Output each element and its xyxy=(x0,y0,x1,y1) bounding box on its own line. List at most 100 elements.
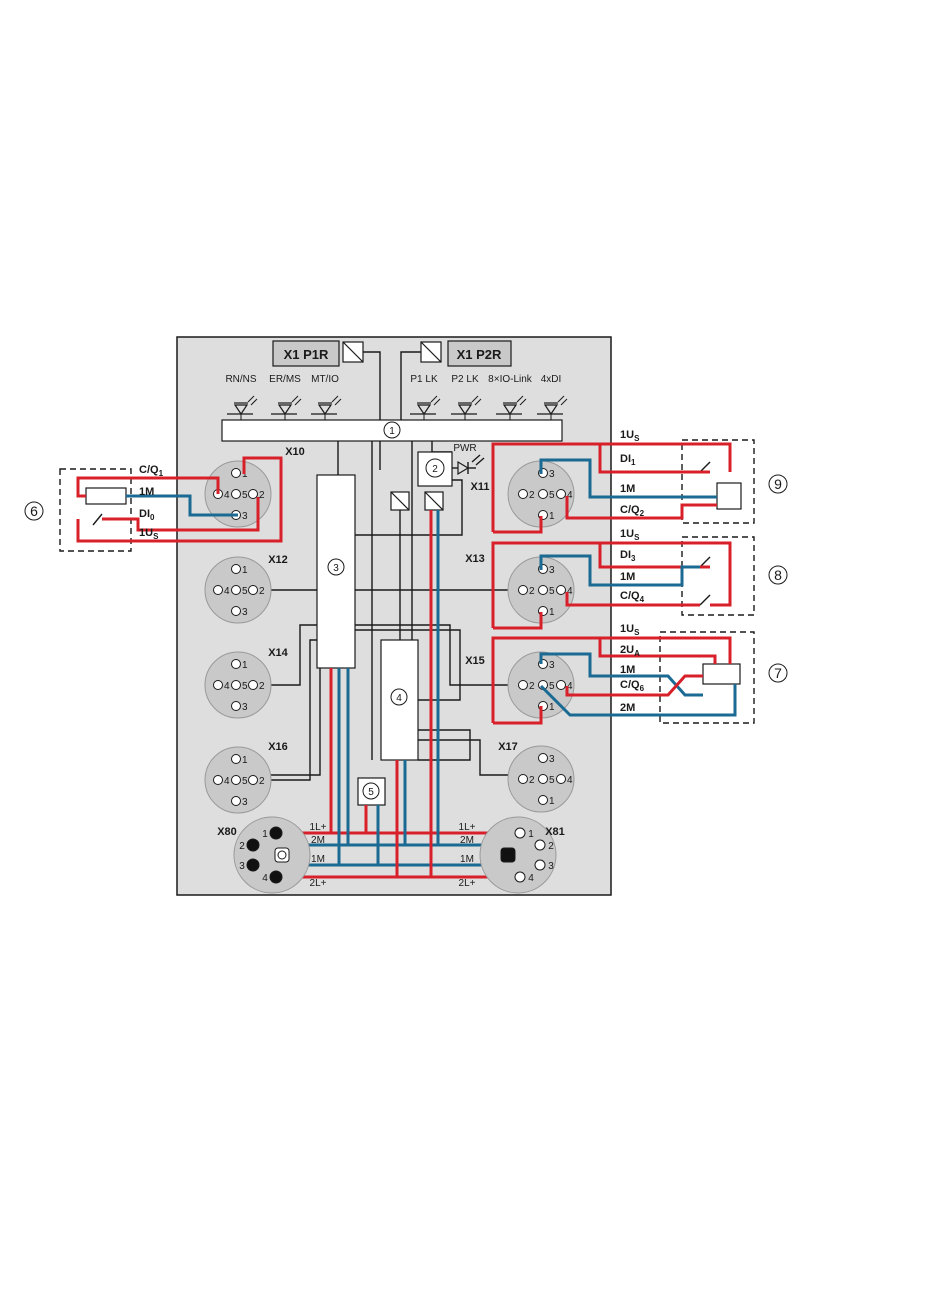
pin-number: 1 xyxy=(242,755,248,766)
wire-cq4: C/Q4 xyxy=(620,590,645,604)
wire-1us-8: 1US xyxy=(620,528,640,542)
rail-1m-right: 1M xyxy=(460,854,474,865)
callout-6: 6 xyxy=(30,503,38,519)
external-device-8 xyxy=(681,536,755,616)
wire-cq1: C/Q1 xyxy=(139,464,164,478)
callout-4-circle xyxy=(390,688,408,706)
pin-number: 2 xyxy=(548,841,554,852)
x15-wiring xyxy=(491,636,737,725)
pin-number: 5 xyxy=(242,490,248,501)
x10-wiring xyxy=(76,456,283,543)
led-symbols xyxy=(227,395,568,420)
callout-7-circle xyxy=(768,663,788,683)
pin-number: 2 xyxy=(529,775,535,786)
led-icon xyxy=(410,395,441,420)
callout-5-circle xyxy=(362,782,380,800)
wire-cq6: C/Q6 xyxy=(620,679,645,693)
pin-number: 2 xyxy=(239,841,245,852)
led-icon xyxy=(451,395,482,420)
pin-number: 2 xyxy=(259,586,265,597)
pin-number: 3 xyxy=(549,565,555,576)
wire-cq2: C/Q2 xyxy=(620,504,645,518)
load-box-7 xyxy=(702,663,741,685)
pin-number: 1 xyxy=(549,702,555,713)
pin-number: 5 xyxy=(242,681,248,692)
pin-number: 1 xyxy=(242,469,248,480)
callout-7: 7 xyxy=(774,665,782,681)
transformer-icon-b-slash xyxy=(424,491,444,511)
pin-number: 4 xyxy=(224,586,230,597)
pin-number: 1 xyxy=(242,660,248,671)
pin-number: 2 xyxy=(529,490,535,501)
pin-number: 4 xyxy=(567,490,573,501)
rail-1lplus-right: 1L+ xyxy=(459,822,476,833)
rail-2m-right: 2M xyxy=(460,835,474,846)
callout-1-circle xyxy=(383,421,401,439)
wire-1us-7: 1US xyxy=(620,623,640,637)
connector-x81: 1 2 3 4 xyxy=(479,816,557,894)
port-x1p1r-label: X1 P1R xyxy=(284,347,329,362)
led-icon xyxy=(271,395,302,420)
callout-5: 5 xyxy=(368,787,374,798)
pin-number: 5 xyxy=(242,776,248,787)
pin-number: 3 xyxy=(242,702,248,713)
p2-line xyxy=(400,351,421,420)
wire-2ua: 2UA xyxy=(620,644,640,658)
pin-number: 5 xyxy=(549,586,555,597)
callout-6-circle xyxy=(24,501,44,521)
pin-number: 1 xyxy=(528,829,534,840)
pin-number: 4 xyxy=(528,873,534,884)
connector-x10-label: X10 xyxy=(285,446,305,458)
transformer-icon-p1-slash xyxy=(342,341,364,363)
switch-8b xyxy=(699,594,711,606)
rail-1m-left: 1M xyxy=(311,854,325,865)
wire-1m-7: 1M xyxy=(620,664,635,676)
pin-number: 5 xyxy=(549,775,555,786)
callout-9-circle xyxy=(768,474,788,494)
pin-number: 4 xyxy=(567,586,573,597)
wire-1m-6: 1M xyxy=(139,486,154,498)
load-box-9 xyxy=(716,482,742,510)
led-label: P1 LK xyxy=(410,374,438,385)
connector-x14-label: X14 xyxy=(268,647,288,659)
pwr-label: PWR xyxy=(453,443,476,454)
led-label: 4xDI xyxy=(541,374,562,385)
led-label: 8×IO-Link xyxy=(488,374,533,385)
port-x1p1r-box xyxy=(272,340,340,367)
pin-number: 1 xyxy=(549,607,555,618)
led-icon xyxy=(496,395,527,420)
connector-x13-label: X13 xyxy=(465,553,485,565)
port-x1p2r-label: X1 P2R xyxy=(457,347,502,362)
pin-number: 4 xyxy=(224,681,230,692)
pin-number: 3 xyxy=(239,861,245,872)
connector-x11-label: X11 xyxy=(471,481,490,493)
pin-number: 3 xyxy=(242,797,248,808)
pin-number: 2 xyxy=(259,776,265,787)
external-device-9 xyxy=(681,439,755,524)
pin-number: 3 xyxy=(548,861,554,872)
switch-9 xyxy=(699,461,711,473)
callout-3-circle xyxy=(327,558,345,576)
pin-number: 5 xyxy=(242,586,248,597)
rail-2lplus-right: 2L+ xyxy=(459,878,476,889)
wire-1us-9: 1US xyxy=(620,429,640,443)
connector-x17-label: X17 xyxy=(498,741,518,753)
pin-number: 2 xyxy=(529,681,535,692)
led-label: RN/NS xyxy=(225,374,256,385)
wire-2m-7: 2M xyxy=(620,702,635,714)
callout-9: 9 xyxy=(774,476,782,492)
pin-number: 4 xyxy=(262,873,268,884)
external-device-6 xyxy=(59,468,132,552)
callout-2-circle xyxy=(425,458,445,478)
connector-x16-label: X16 xyxy=(268,741,288,753)
led-icon xyxy=(311,395,342,420)
callout-3: 3 xyxy=(333,563,339,574)
pin-number: 2 xyxy=(259,490,265,501)
